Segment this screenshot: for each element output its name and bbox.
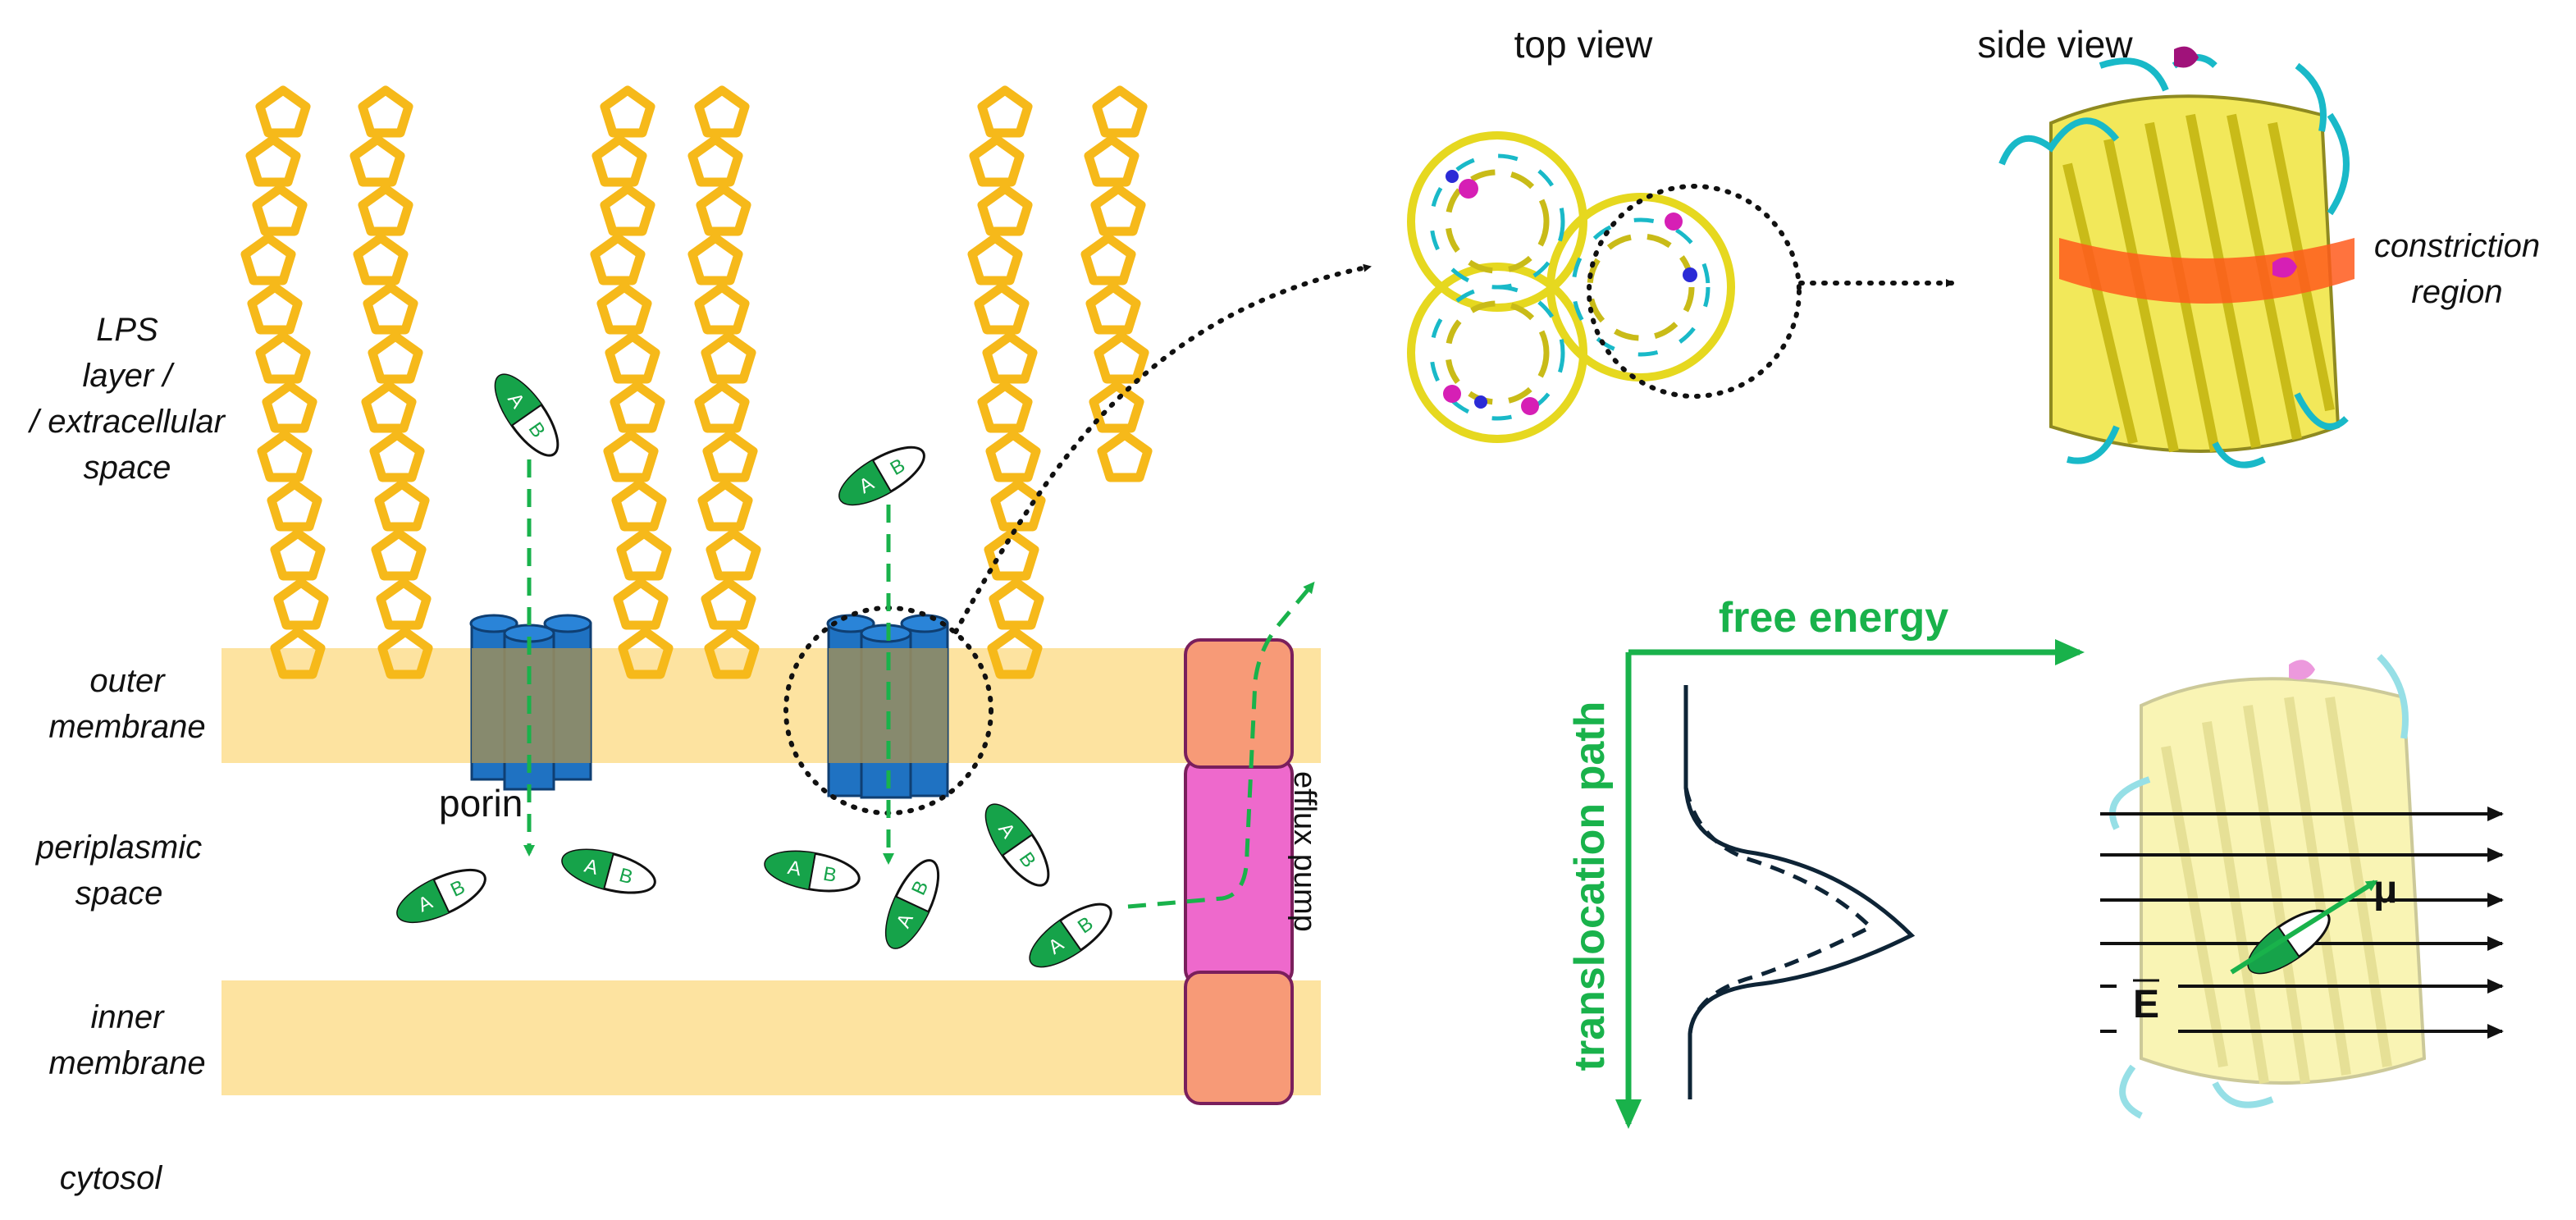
svg-text:A: A (582, 855, 600, 880)
efflux-pump-label: efflux pump (1287, 771, 1322, 932)
porin-label: porin (439, 782, 523, 825)
inner-membrane-label: inner membrane (16, 994, 238, 1086)
svg-text:B: B (821, 863, 838, 887)
lps-chain (687, 85, 761, 679)
outer-membrane-line: outer (89, 663, 165, 699)
molecule: A B (884, 859, 940, 949)
molecule: A B (396, 868, 486, 924)
energy-axes (1615, 639, 2085, 1129)
inner-membrane-line: inner (90, 999, 164, 1035)
efflux-pump (1184, 638, 1294, 1105)
molecule: A B (1029, 902, 1112, 968)
molecule: A B (984, 803, 1050, 887)
lps-chain (349, 85, 433, 679)
periplasm-line: periplasmic (35, 829, 203, 866)
lps-label-line: / extracellular (30, 404, 225, 440)
energy-curve-solid (1683, 685, 1916, 1099)
outer-membrane-line: membrane (48, 709, 206, 745)
molecule: A B (838, 446, 925, 506)
molecules: A B A B A B A B A B (396, 373, 1112, 968)
transport-arrows (523, 459, 1315, 909)
periplasm-line: space (75, 875, 163, 912)
free-energy-label: free energy (1719, 594, 1948, 642)
top-view-label: top view (1514, 23, 1654, 66)
svg-text:B: B (617, 864, 635, 889)
outer-membrane-band (222, 648, 1321, 763)
lps-layer (240, 85, 1153, 679)
field-symbol: E (2133, 983, 2159, 1026)
porin-right (826, 614, 949, 799)
top-view-protein (1407, 131, 1735, 443)
lps-chain (590, 85, 674, 679)
zoom-connector-arrow (953, 263, 1372, 634)
molecule: A B (764, 850, 861, 893)
field-lines (2100, 806, 2504, 1039)
lps-region-label: LPS layer / / extracellular space (16, 307, 238, 491)
cytosol-label: cytosol (59, 1160, 162, 1196)
lps-chain (967, 85, 1046, 679)
constriction-line: constriction (2373, 228, 2541, 264)
lps-label-line: layer / (82, 358, 172, 394)
constriction-line: region (2411, 274, 2503, 310)
energy-curve-dashed (1683, 787, 1875, 1099)
molecule: A B (494, 373, 560, 457)
inner-membrane-line: membrane (48, 1045, 206, 1081)
molecule: A B (561, 848, 656, 894)
top-view-highlight-circle (1587, 184, 1802, 399)
field-protein (2109, 654, 2427, 1119)
lps-label-line: LPS (96, 312, 158, 348)
svg-text:A: A (786, 857, 802, 880)
constriction-region-label: constriction region (2346, 223, 2568, 315)
dipole-symbol: μ (2373, 868, 2397, 912)
translocation-path-label: translocation path (1566, 701, 1614, 1071)
dipole-arrow (2230, 880, 2378, 975)
inner-membrane-band (222, 980, 1321, 1095)
periplasmic-space-label: periplasmic space (8, 825, 230, 916)
outer-membrane-label: outer membrane (16, 658, 238, 750)
lps-chain (240, 85, 329, 679)
side-view-protein (1998, 46, 2354, 468)
side-view-label: side view (1977, 23, 2133, 66)
lps-chain (1080, 85, 1153, 482)
lps-label-line: space (83, 450, 171, 486)
